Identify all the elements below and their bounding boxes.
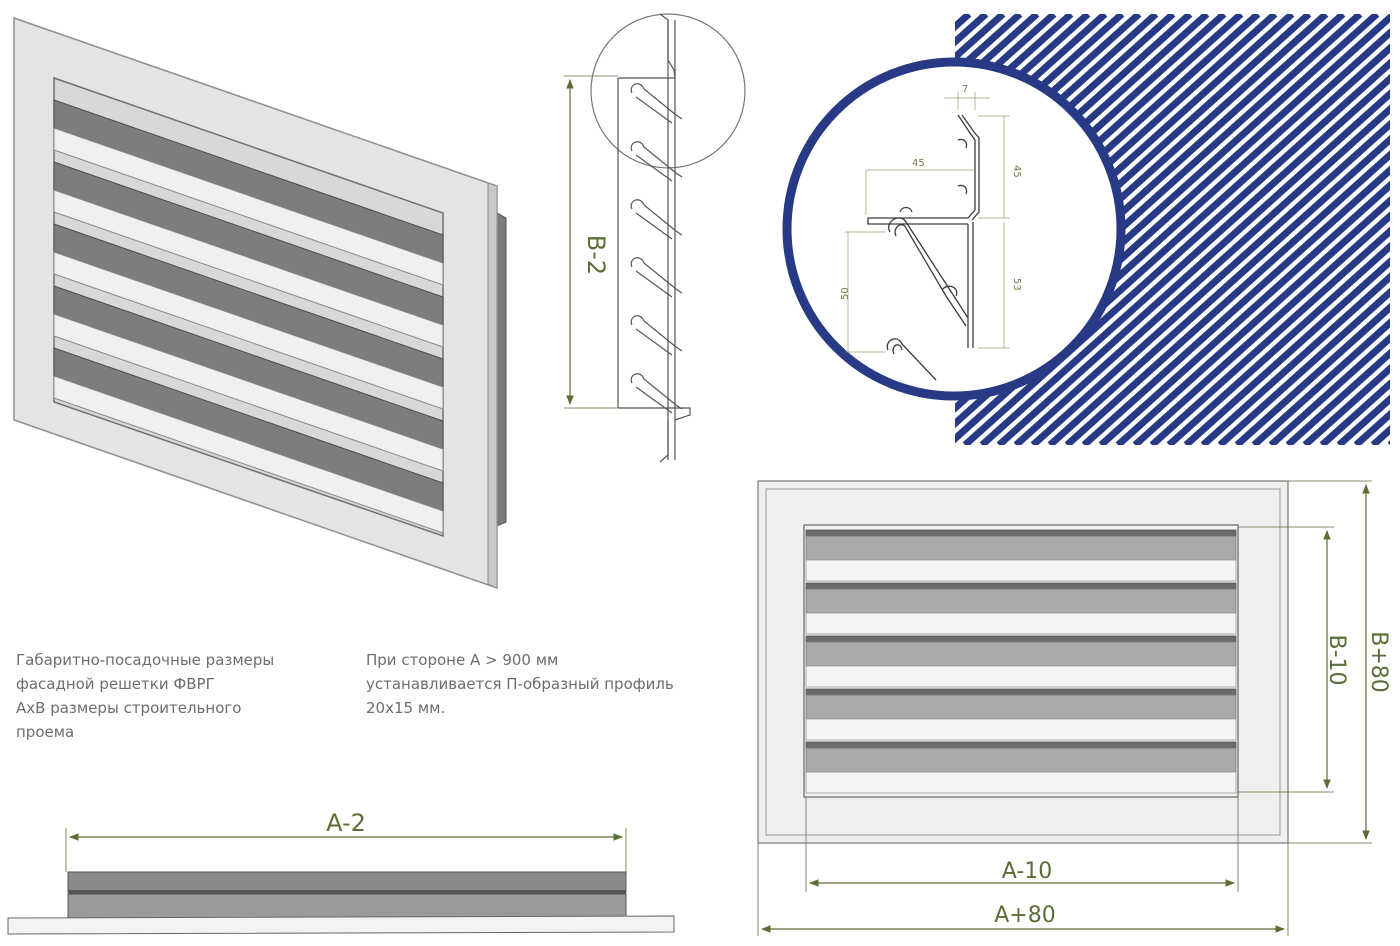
stripe [1285,348,1390,445]
side-blade-edge [635,386,673,414]
stripe [1217,287,1390,445]
dimension-front-inner-height: B-10 [1324,634,1349,685]
dimension-front-inner-width: A-10 [1002,859,1053,884]
front-slat-gap [805,665,1237,688]
isometric-slat-face [53,375,444,534]
stripe [1047,135,1390,445]
side-blade [630,141,683,178]
side-blade [630,83,683,120]
side-blades [630,83,683,414]
stripe [1200,272,1390,445]
front-slats [805,529,1237,794]
front-slat-edge [805,635,1237,643]
stripe [955,14,1193,230]
front-slat-edge [805,741,1237,749]
stripe [1166,241,1390,445]
isometric-slats [53,99,444,534]
front-slat [805,694,1237,720]
profile-detail-circle [782,57,1126,401]
stripe [1064,150,1390,445]
front-slat-edge [805,582,1237,590]
profile-detail-panel: 7 45 45 53 50 [782,14,1390,445]
side-blade [630,373,683,410]
detail-dim-depth: 45 [912,158,925,169]
stripe [996,89,1390,445]
detail-dim-upper-height: 45 [1011,165,1022,178]
front-slat [805,535,1237,561]
dimension-side-height: B-2 [582,235,610,275]
bottom-profile: A-2 [7,809,675,935]
front-slat [805,641,1237,667]
stripe [955,14,1159,200]
stripe [1183,257,1390,445]
stripe [1234,302,1390,445]
stripe [1387,440,1390,445]
side-blade [630,199,683,236]
stripe [955,14,1176,215]
front-slat-gap [805,612,1237,635]
detail-dim-top-width: 7 [962,84,968,95]
side-blade-edge [635,328,673,356]
side-blade [630,257,683,294]
front-slat [805,588,1237,614]
side-blade-edge [635,154,673,182]
stripe [1081,165,1390,445]
detail-dim-left-height: 50 [840,287,851,300]
dimension-bottom-width: A-2 [326,809,366,837]
dimension-front-outer-height: B+80 [1366,631,1391,693]
caption-profile-note: При стороне А > 900 мм устанавливается П… [366,651,674,717]
side-blade-edge [635,270,673,298]
front-view: A-10 A+80 B-10 B+80 [757,480,1391,936]
side-blade [630,315,683,352]
side-blade-edge [635,96,673,124]
stripe [1098,180,1390,445]
caption-dimensions-description: Габаритно-посадочные размеры фасадной ре… [16,651,275,741]
stripe [1149,226,1390,445]
isometric-slat-face [53,313,444,472]
stripe [1115,196,1390,445]
front-slat-gap [805,559,1237,582]
isometric-slat-face [53,251,444,410]
stripe [979,73,1390,445]
stripe [955,14,1142,184]
front-slat-edge [805,529,1237,537]
detail-dim-lower-height: 53 [1011,278,1022,291]
front-slat-gap [805,718,1237,741]
stripe [1013,104,1390,445]
dimension-front-outer-width: A+80 [994,903,1055,928]
side-section: B-2 [564,13,746,463]
stripe [1268,333,1390,445]
isometric-grille [13,16,507,590]
stripe [1251,318,1390,445]
isometric-slat-face [53,127,444,286]
front-slat-edge [805,688,1237,696]
front-slat-gap [805,771,1237,794]
stripe [1132,211,1390,445]
stripe [1302,363,1390,445]
stripe [1030,119,1390,445]
isometric-slat-face [53,189,444,348]
front-slat [805,747,1237,773]
side-blade-edge [635,212,673,240]
